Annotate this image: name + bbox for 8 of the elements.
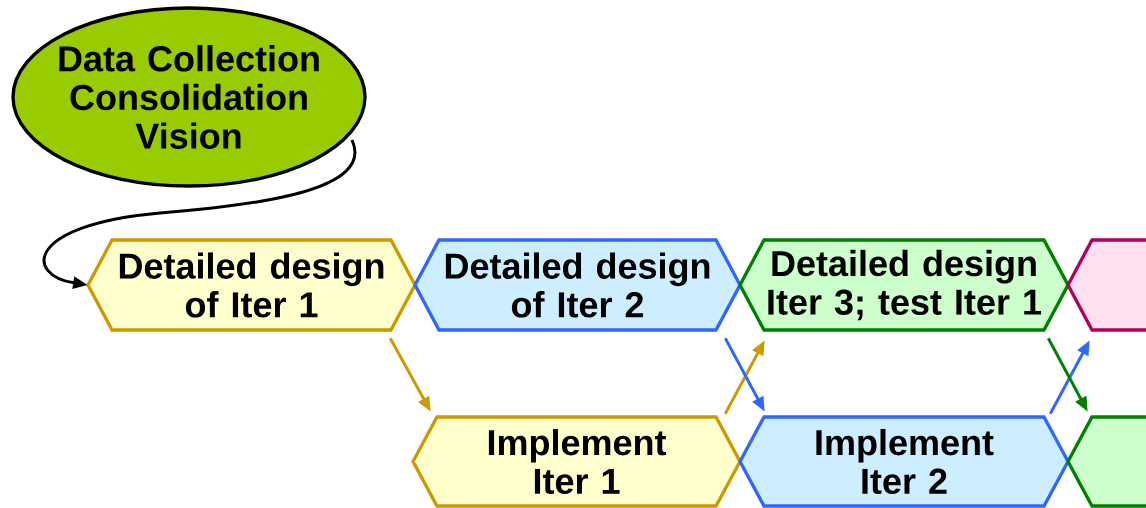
hexagon-box: [1066, 415, 1146, 508]
hexagon-box: Implement Iter 1: [411, 415, 742, 508]
hexagon-box: [1066, 238, 1146, 332]
hexagon-box: Detailed design of Iter 1: [86, 238, 417, 332]
ellipse-bubble: Data Collection Consolidation Vision: [11, 6, 367, 188]
hexagon-box: Detailed design of Iter 2: [413, 238, 742, 332]
hexagon-box: Implement Iter 2: [738, 415, 1070, 508]
hexagon-box: Detailed design Iter 3; test Iter 1: [738, 238, 1070, 332]
